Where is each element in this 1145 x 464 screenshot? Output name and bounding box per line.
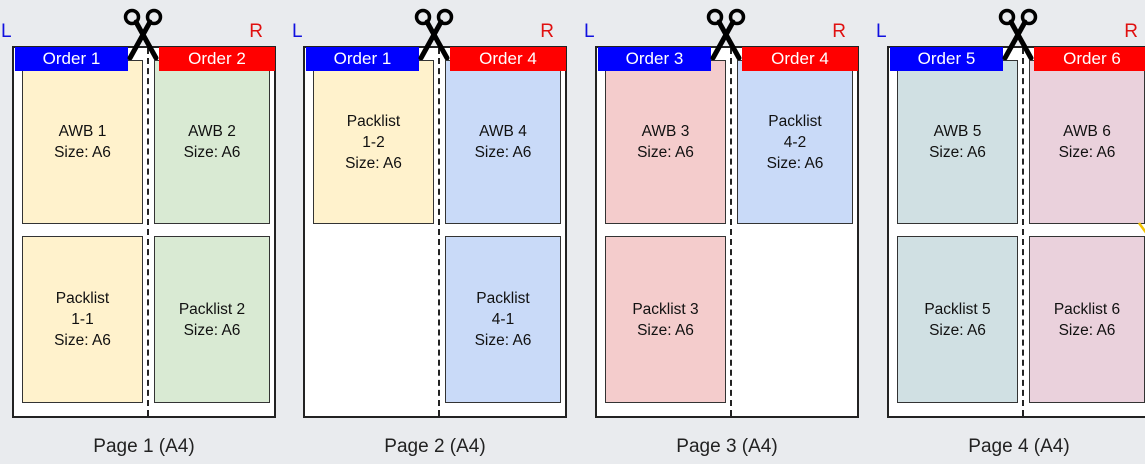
a4-page: AWB 5 Size: A6 AWB 6 Size: A6 Packlist 5 S… [887, 46, 1145, 418]
order-tag-right: Order 6 [1034, 47, 1145, 71]
label-card: Packlist 1-2 Size: A6 [313, 60, 434, 224]
right-marker: R [832, 21, 846, 42]
left-marker: L [876, 21, 887, 42]
label-card: Packlist 2 Size: A6 [154, 236, 270, 403]
left-marker: L [1, 21, 12, 42]
card-text: Packlist 4-1 Size: A6 [474, 290, 532, 349]
page-caption: Page 3 (A4) [676, 436, 778, 457]
a4-page: Packlist 1-2 Size: A6 AWB 4 Size: A6 Packl… [303, 46, 567, 418]
card-text: AWB 2 Size: A6 [183, 123, 241, 161]
order-tag-right: Order 4 [450, 47, 566, 71]
card-text: Packlist 5 Size: A6 [924, 300, 991, 339]
card-text: AWB 4 Size: A6 [474, 123, 532, 161]
label-card: AWB 6 Size: A6 [1029, 60, 1145, 224]
scissors-icon [123, 8, 163, 61]
card-text: Packlist 4-2 Size: A6 [766, 112, 824, 172]
card-text: Packlist 6 Size: A6 [1053, 300, 1121, 339]
cut-line [730, 48, 732, 416]
order-tag-right: Order 4 [742, 47, 858, 71]
order-tag-left: Order 1 [15, 47, 128, 71]
label-card: AWB 4 Size: A6 [445, 60, 561, 224]
order-tag-left: Order 1 [306, 47, 419, 71]
cut-line [147, 48, 149, 416]
card-text: Packlist 3 Size: A6 [632, 300, 699, 339]
label-card: AWB 5 Size: A6 [897, 60, 1018, 224]
page-caption: Page 4 (A4) [968, 436, 1070, 457]
card-text: AWB 3 Size: A6 [637, 123, 694, 161]
label-card: AWB 3 Size: A6 [605, 60, 726, 224]
order-tag-right: Order 2 [159, 47, 275, 71]
page-group-4: L R AWB 5 Size: A6 AWB 6 Size: A6 Packlist 5… [876, 0, 1145, 464]
label-card: Packlist 3 Size: A6 [605, 236, 726, 403]
a4-page: AWB 3 Size: A6 Packlist 4-2 Size: A6 Packl… [595, 46, 859, 418]
cut-line [438, 48, 440, 416]
scissors-icon [414, 8, 454, 61]
scissors-icon [998, 8, 1038, 61]
label-card: Packlist 5 Size: A6 [897, 236, 1018, 403]
label-card: AWB 2 Size: A6 [154, 60, 270, 224]
label-card: AWB 1 Size: A6 [22, 60, 143, 224]
right-marker: R [1124, 21, 1138, 42]
card-text: Packlist 1-1 Size: A6 [54, 290, 111, 349]
card-text: Packlist 1-2 Size: A6 [345, 112, 402, 172]
page-group-3: L R AWB 3 Size: A6 Packlist 4-2 Size: A6 Pac… [584, 0, 859, 464]
right-marker: R [249, 21, 263, 42]
page-caption: Page 2 (A4) [384, 436, 486, 457]
card-text: AWB 5 Size: A6 [929, 123, 986, 161]
order-tag-left: Order 3 [598, 47, 711, 71]
scissors-icon [706, 8, 746, 61]
page-caption: Page 1 (A4) [93, 436, 195, 457]
label-card: Packlist 1-1 Size: A6 [22, 236, 143, 403]
left-marker: L [584, 21, 595, 42]
left-marker: L [292, 21, 303, 42]
a4-page: AWB 1 Size: A6 AWB 2 Size: A6 Packlist 1-1… [12, 46, 276, 418]
label-card: Packlist 6 Size: A6 [1029, 236, 1145, 403]
order-tag-left: Order 5 [890, 47, 1003, 71]
right-marker: R [540, 21, 554, 42]
card-text: Packlist 2 Size: A6 [178, 300, 246, 339]
card-text: AWB 1 Size: A6 [54, 123, 111, 161]
cut-line [1022, 48, 1024, 416]
page-group-1: L R AWB 1 Size: A6 AWB 2 Size: A6 Packlist 1… [1, 0, 276, 464]
label-card: Packlist 4-1 Size: A6 [445, 236, 561, 403]
label-card: Packlist 4-2 Size: A6 [737, 60, 853, 224]
card-text: AWB 6 Size: A6 [1058, 123, 1116, 161]
arrow-tip-icon [1137, 222, 1145, 234]
